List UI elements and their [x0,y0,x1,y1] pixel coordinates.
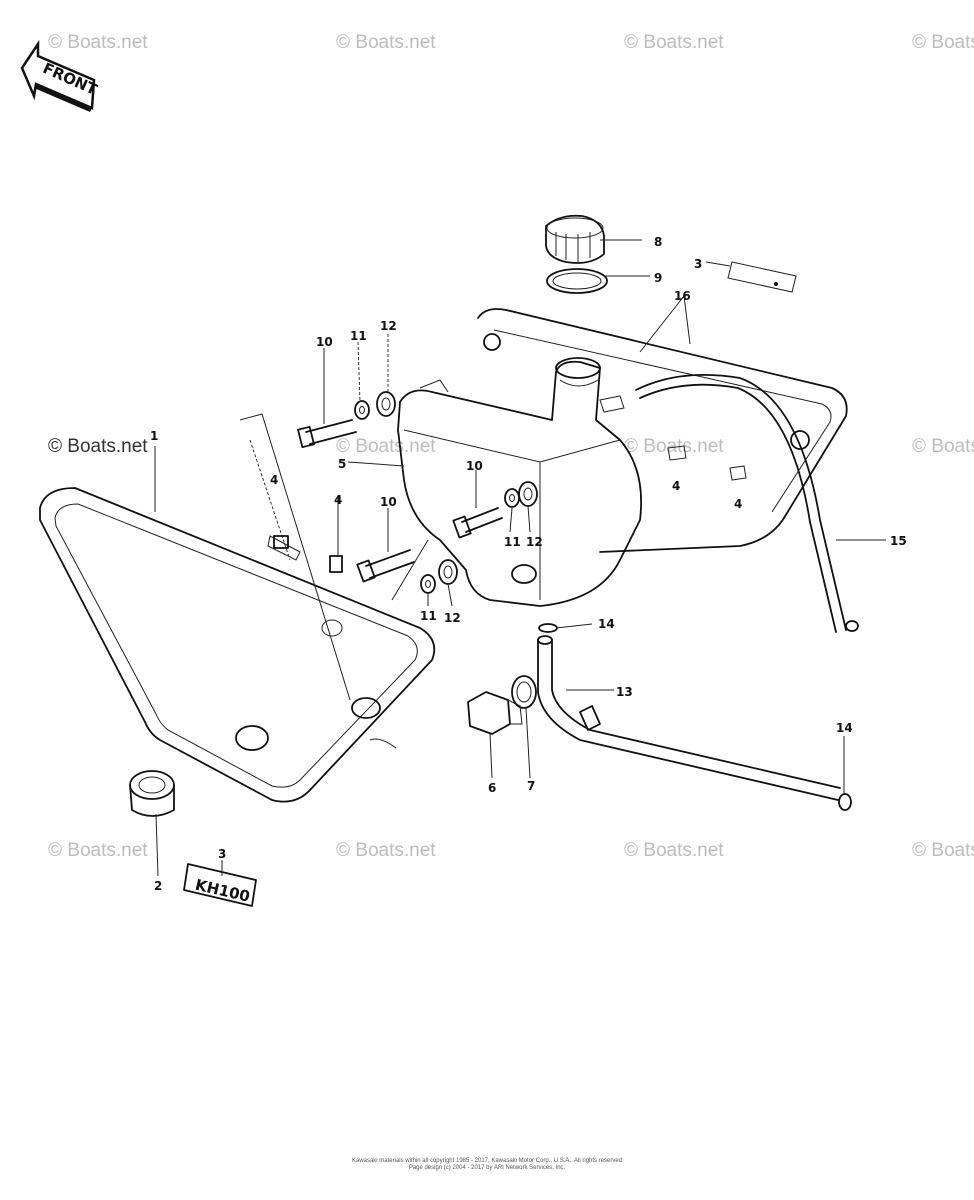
side-cover-left [39,413,436,803]
callout-emblem-right: 3 [694,257,702,271]
oil-tank [397,357,643,607]
callout-bolt: 10 [466,459,483,473]
drain-plug-icon [467,691,523,735]
hose-long-icon [635,374,859,633]
emblem-left: KH100 [183,863,257,907]
watermark: © Boats.net [336,32,436,53]
bolt-mid-icon [452,507,503,539]
washer-mid-icon [504,488,520,508]
callout-hose-long: 15 [890,534,907,548]
callout-cap: 8 [654,235,662,249]
emblem-text: KH100 [193,876,251,906]
callout-clip: 4 [734,497,742,511]
watermark: © Boats.net [336,840,436,861]
callout-grommet: 2 [154,879,162,893]
callout-bolt: 10 [316,335,333,349]
callout-emblem-left: 3 [218,847,226,861]
watermark: © Boats.net [624,32,724,53]
watermark: © Boats.net [912,436,974,457]
callout-grommet-small: 12 [444,611,461,625]
callout-side-cover: 1 [150,429,158,443]
watermark: © Boats.net [48,436,148,457]
clip-icon [273,535,289,549]
callout-plug-gasket: 7 [527,779,535,793]
callout-bolt: 10 [380,495,397,509]
callout-clamp: 14 [836,721,853,735]
bolt-low-icon [356,549,415,583]
callout-plug: 6 [488,781,496,795]
callout-clip: 4 [270,473,278,487]
copyright-line: Page design (c) 2004 - 2017 by ARI Netwo… [408,1165,566,1171]
front-arrow-icon: FRONT [20,39,101,112]
cap-gasket-icon [546,268,608,294]
callout-clamp: 14 [598,617,615,631]
clip-icon [329,555,343,573]
copyright-footer: Kawasaki materials within all copyright … [0,1158,974,1172]
leader-lines [154,239,886,877]
grommet-top-icon [376,391,396,417]
washer-low-icon [420,574,436,594]
watermark: © Boats.net [912,840,974,861]
side-cover-right [477,308,848,553]
watermark: © Boats.net [624,436,724,457]
callout-clip: 4 [334,493,342,507]
watermark: © Boats.net [336,436,436,457]
tank-cap-icon [545,214,605,264]
clamp-icon [538,623,558,633]
watermark: © Boats.net [624,840,724,861]
watermark: © Boats.net [48,32,148,53]
watermarks: © Boats.net © Boats.net © Boats.net © Bo… [48,32,974,861]
washer-top-icon [354,400,370,420]
callout-cover-right: 16 [674,289,691,303]
plug-gasket-icon [511,675,537,709]
hose-short-icon [537,635,852,811]
callout-grommet-small: 12 [526,535,543,549]
callout-cap-gasket: 9 [654,271,662,285]
callout-tank: 5 [338,457,346,471]
callout-clip: 4 [672,479,680,493]
grommet-low-icon [438,559,458,585]
emblem-right [727,261,797,293]
callout-washer: 11 [504,535,521,549]
callout-grommet-small: 12 [380,319,397,333]
callouts: 1 2 3 3 4 4 4 4 5 6 7 8 9 10 10 10 11 11… [150,235,907,893]
grommet-icon [129,770,175,817]
watermark: © Boats.net [48,840,148,861]
callout-hose-short: 13 [616,685,633,699]
watermark: © Boats.net [912,32,974,53]
callout-washer: 11 [420,609,437,623]
copyright-line: Kawasaki materials within all copyright … [351,1158,623,1164]
bolt-top-icon [297,419,357,449]
grommet-mid-icon [518,481,538,507]
callout-washer: 11 [350,329,367,343]
